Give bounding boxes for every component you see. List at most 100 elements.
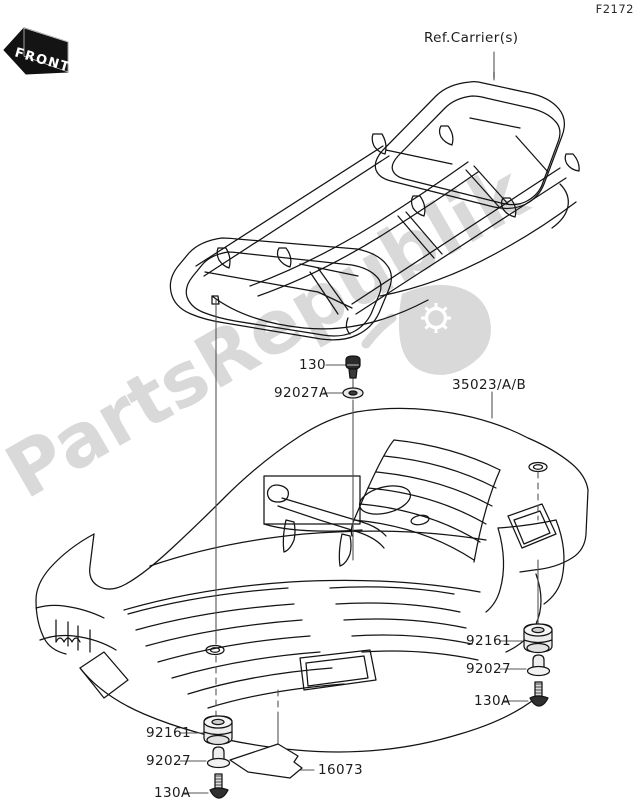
fender-rib-u3 [375, 471, 493, 507]
fender-rib-l7 [207, 683, 345, 709]
fender-bottom-cut-inner [305, 655, 369, 687]
fender-rib-r1 [329, 586, 455, 595]
fender-left-teeth [55, 637, 81, 643]
fender-mount-boss-right [528, 461, 548, 473]
carrier-inner-rail-lower [257, 171, 479, 297]
carrier-lateral-mid [299, 263, 359, 277]
carrier-under-edge-3 [211, 295, 429, 330]
carrier-rear-loop-inner [391, 95, 561, 206]
callout-ref-carrier[interactable]: Ref.Carrier(s) [424, 30, 519, 46]
rear-fender [35, 407, 589, 753]
fender-bracket-gusset-2 [338, 533, 352, 567]
fender-mount-boss-left [205, 644, 225, 656]
carrier-rail-left-outer [195, 145, 384, 267]
fender-bracket-gusset-1 [282, 519, 296, 553]
carrier-cross-3-b [473, 165, 509, 205]
fender-rib-u6 [353, 519, 475, 561]
callout-92027-left[interactable]: 92027 [146, 753, 191, 769]
fender-right-skirt-top [497, 519, 557, 529]
part-icon-92027-right-collar [526, 654, 551, 677]
callout-35023[interactable]: 35023/A/B [452, 377, 527, 393]
callout-130A-right[interactable]: 130A [474, 693, 511, 709]
carrier-cross-2-b [405, 211, 443, 255]
fender-right-skirt-2 [543, 519, 565, 605]
carrier-lateral-front [204, 271, 353, 309]
fender-bracket-arm-top [281, 497, 387, 537]
carrier-rail-left-inner [203, 155, 390, 277]
fender-left-lower-panel [79, 651, 129, 699]
fender-oval-aperture [358, 485, 412, 515]
carrier-front-loop-inner [185, 251, 382, 337]
fender-left-nose-fold [35, 604, 105, 619]
carrier-cross-4-a [515, 135, 549, 173]
fender-rib-u4 [367, 487, 487, 525]
fender-rib-panel-right-edge [473, 469, 501, 563]
fender-reflector-outer [507, 503, 557, 549]
page-code: F2172 [595, 2, 634, 16]
carrier-inner-rail-upper [249, 161, 469, 287]
carrier-cross-2-a [397, 215, 435, 259]
carrier-tab-5 [410, 195, 426, 217]
carrier-lateral-rear-1 [385, 149, 453, 165]
part-icon-92161-right-grommet [523, 623, 553, 654]
part-icon-16073-cap [229, 743, 303, 779]
fender-small-hole [410, 514, 430, 526]
fender-bottom-cut-outer [299, 649, 377, 691]
fender-rib-l2 [135, 603, 295, 631]
carrier-rail-right-outer [351, 167, 561, 305]
fender-bracket-eye [266, 484, 289, 503]
fender-left-notches [55, 619, 91, 653]
fender-rib-l1 [127, 587, 289, 615]
fender-deck-break-1 [149, 530, 487, 567]
fender-bracket-arm-bot [277, 505, 385, 549]
fender-bottom-outline [79, 667, 537, 753]
callout-92027-right[interactable]: 92027 [466, 661, 511, 677]
part-icon-130A-left-bolt [209, 773, 229, 799]
carrier-front-loop-outer [169, 237, 393, 341]
fender-center-recess-lip [263, 523, 363, 532]
part-icon-92161-left-grommet [203, 715, 233, 746]
callout-92161-right[interactable]: 92161 [466, 633, 511, 649]
fender-deck-break-2 [123, 579, 481, 611]
carrier-tab-4 [438, 125, 454, 146]
fender-rib-r2 [335, 602, 461, 613]
carrier-tab-6 [500, 197, 517, 218]
front-arrow-icon: FRONT [3, 27, 72, 76]
callout-16073[interactable]: 16073 [318, 762, 363, 778]
fender-rib-l6 [187, 667, 333, 695]
fender-right-skirt-1 [485, 527, 505, 613]
carrier-rack [169, 71, 580, 341]
fender-reflector-inner [513, 510, 551, 545]
fender-rib-l3 [145, 619, 303, 647]
part-icon-130-bolt [345, 355, 361, 379]
front-direction-marker: FRONT [2, 22, 74, 80]
carrier-cross-1-b [317, 267, 349, 311]
fender-top-left-outline [89, 411, 357, 590]
carrier-under-edge-1 [379, 201, 577, 297]
carrier-tab-2 [276, 247, 292, 268]
fender-rib-r3 [343, 618, 467, 629]
callout-92027A[interactable]: 92027A [274, 385, 329, 401]
callout-130A-left[interactable]: 130A [154, 785, 191, 801]
fender-left-nose-fold2 [39, 634, 117, 651]
fender-top-right-outline [355, 407, 589, 573]
carrier-under-edge-4 [551, 183, 569, 229]
fender-rib-r4 [351, 634, 473, 645]
carrier-tab-1 [216, 247, 231, 269]
callout-92161-left[interactable]: 92161 [146, 725, 191, 741]
carrier-rail-right-inner [355, 177, 567, 315]
fender-left-nose [35, 533, 95, 655]
fender-rib-l5 [171, 651, 321, 679]
fender-rib-u5 [359, 503, 481, 543]
callout-130[interactable]: 130 [299, 357, 326, 373]
fender-rib-u1 [393, 439, 501, 471]
fender-center-recess [263, 475, 361, 525]
fender-rib-l4 [157, 635, 311, 663]
fender-rib-r5 [361, 650, 479, 661]
carrier-foot-left [211, 295, 220, 305]
carrier-lateral-rear-2 [469, 117, 521, 129]
leader-lines [179, 51, 539, 794]
carrier-under-edge-2 [345, 317, 351, 335]
